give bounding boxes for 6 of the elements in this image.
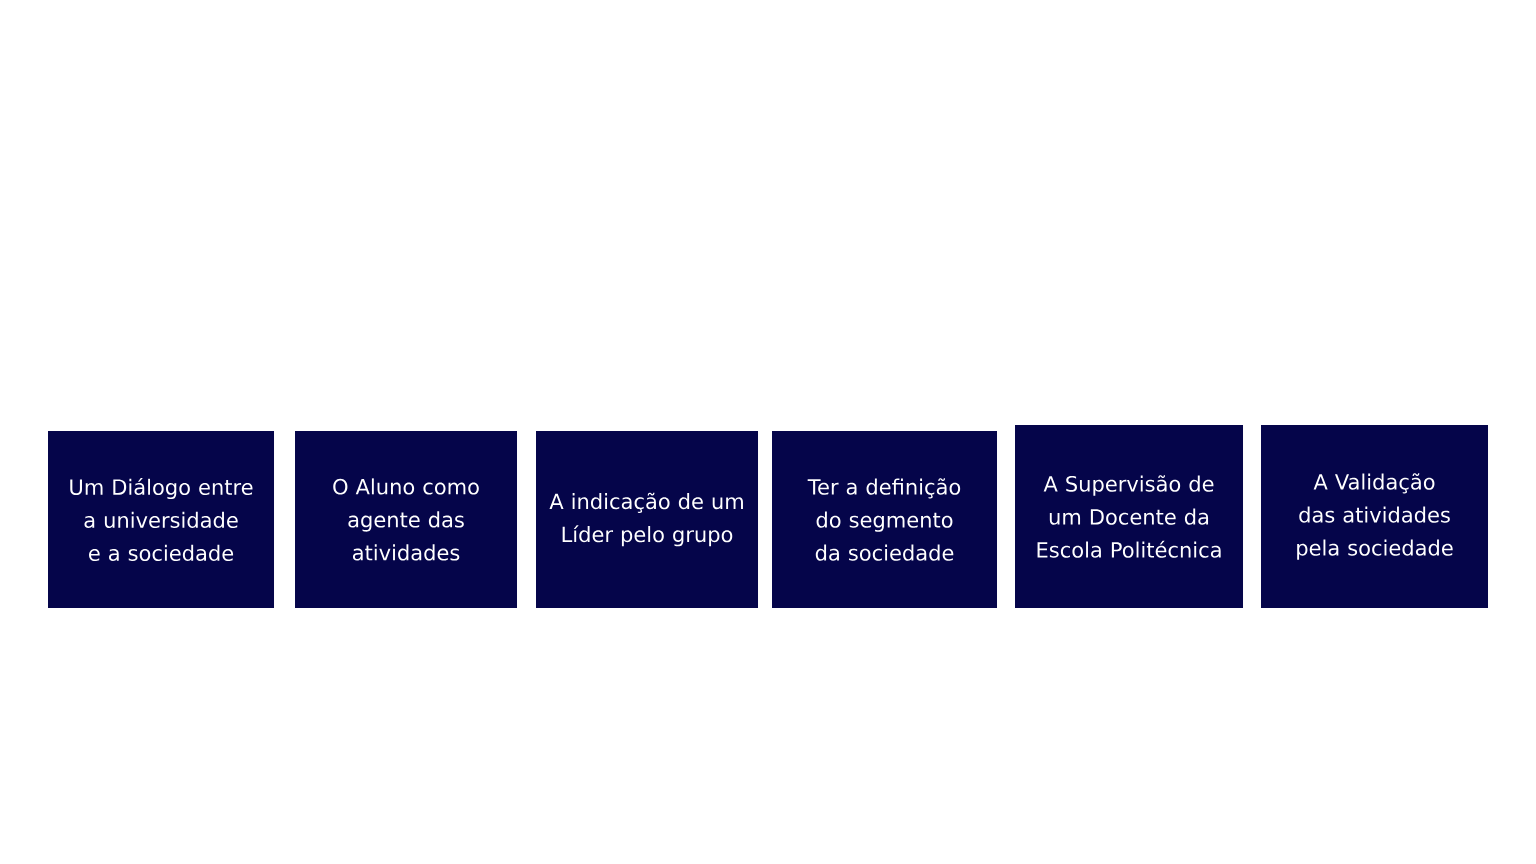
text-box: A indicação de um Líder pelo grupo [536,431,758,608]
text-box: A Supervisão de um Docente da Escola Politécnica [1015,425,1243,608]
text-box: O Aluno como agente das atividades [295,431,517,608]
text-box: Um Diálogo entre a universidade e a sociedade [48,431,274,608]
text-box: A Validação das atividades pela sociedade [1261,425,1488,608]
text-box: Ter a definição do segmento da sociedade [772,431,997,608]
